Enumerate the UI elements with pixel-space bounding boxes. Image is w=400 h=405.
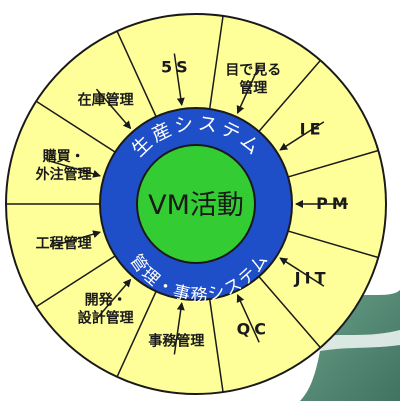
- segment-label-line: 管理: [239, 79, 267, 96]
- arrow-process: [49, 230, 102, 248]
- arrow-ie: [279, 121, 325, 151]
- segment-label-line: 外注管理: [36, 166, 92, 183]
- segment-label-5s: 5S: [161, 57, 192, 76]
- segment-label-ie: IE: [300, 119, 325, 138]
- segment-label-line: 目で見る: [225, 62, 281, 78]
- arrow-purchase: [49, 160, 102, 178]
- segment-label-dev: 開発・設計管理: [78, 291, 134, 326]
- arrow-qc: [236, 294, 260, 343]
- segment-divider: [35, 255, 116, 308]
- arrow-dev: [95, 278, 132, 320]
- segment-divider: [208, 298, 224, 393]
- arrow-5s: [173, 53, 185, 107]
- segment-label-qc: QC: [237, 320, 270, 339]
- segment-divider: [287, 230, 379, 259]
- segment-divider: [35, 100, 116, 153]
- segment-label-line: 購買・: [42, 148, 85, 165]
- segment-divider: [208, 15, 224, 110]
- segment-divider: [258, 59, 321, 132]
- segment-label-inventory: 在庫管理: [78, 92, 134, 109]
- segment-divider: [116, 291, 157, 378]
- arrow-visual: [236, 65, 260, 114]
- segment-divider: [287, 149, 379, 178]
- center-circle: [136, 144, 256, 264]
- arrow-jit: [279, 257, 325, 287]
- segment-label-line: 開発・: [85, 291, 127, 308]
- segment-label-jit: JIT: [294, 269, 330, 288]
- center-label: VM活動: [148, 190, 244, 221]
- segment-divider: [116, 30, 157, 117]
- segment-label-process: 工程管理: [36, 235, 92, 252]
- segment-label-pm: PM: [316, 194, 352, 213]
- segment-divider: [258, 276, 321, 349]
- segment-label-line: 設計管理: [78, 309, 134, 326]
- segment-label-office: 事務管理: [148, 333, 204, 350]
- arrow-office: [173, 301, 185, 355]
- arrow-inventory: [95, 88, 132, 130]
- segment-label-visual: 目で見る管理: [225, 62, 281, 96]
- segment-label-purchase: 購買・外注管理: [36, 148, 92, 183]
